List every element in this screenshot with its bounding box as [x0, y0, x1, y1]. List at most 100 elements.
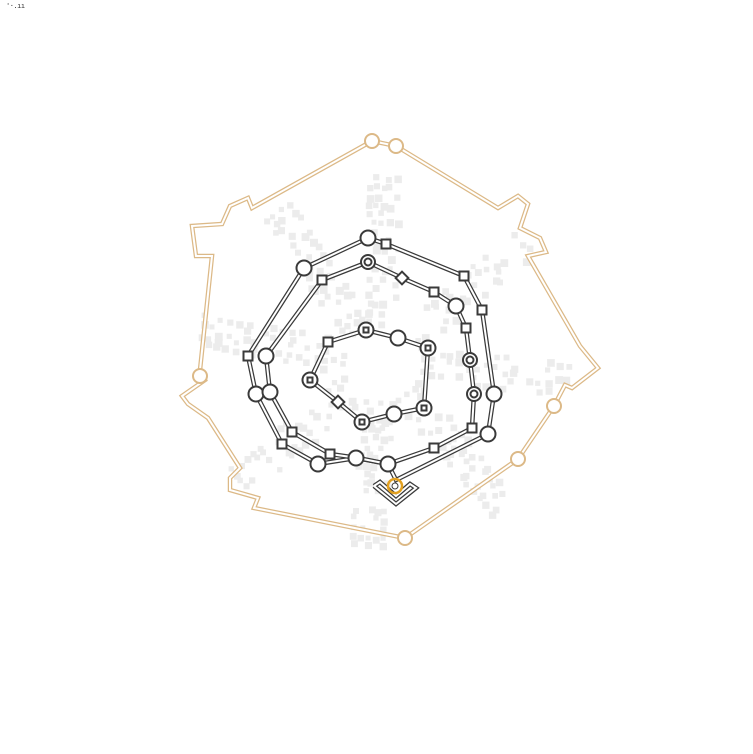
- ground-tile-icon: [292, 209, 300, 218]
- ground-tile-icon: [520, 242, 527, 249]
- outer-round-tower-icon[interactable]: [192, 368, 208, 384]
- ground-tile-icon: [404, 391, 410, 398]
- round-tower-icon[interactable]: [257, 347, 275, 365]
- gate-icon[interactable]: [386, 477, 404, 495]
- square-tower-icon[interactable]: [466, 422, 478, 434]
- ground-tile-icon: [372, 536, 380, 544]
- ground-tile-icon: [295, 422, 303, 431]
- round-tower-icon[interactable]: [309, 455, 327, 473]
- square-tower-icon[interactable]: [286, 426, 298, 438]
- ground-tile-icon: [366, 318, 372, 325]
- ground-tile-icon: [522, 258, 531, 266]
- round-tower-icon[interactable]: [389, 329, 407, 347]
- ground-tile-icon: [343, 291, 352, 300]
- round-tower-icon[interactable]: [261, 383, 279, 401]
- ground-tile-icon: [278, 206, 284, 213]
- round-tower-icon[interactable]: [385, 405, 403, 423]
- ground-tile-icon: [455, 358, 464, 367]
- orange-tower-core-icon[interactable]: [465, 355, 475, 365]
- ground-tile-icon: [324, 426, 330, 432]
- ground-tile-icon: [291, 444, 298, 450]
- ground-tile-icon: [371, 265, 379, 273]
- square-tower-icon[interactable]: [458, 270, 470, 282]
- ground-tile-icon: [380, 518, 388, 526]
- outer-round-tower-icon[interactable]: [510, 451, 526, 467]
- ground-tile-icon: [421, 355, 429, 363]
- square-tower-icon[interactable]: [324, 448, 336, 460]
- ground-tile-icon: [325, 388, 332, 394]
- round-tower-icon[interactable]: [447, 297, 465, 315]
- ground-tile-icon: [545, 387, 553, 395]
- square-tower-icon[interactable]: [476, 304, 488, 316]
- ground-tile-icon: [428, 364, 434, 370]
- ground-tile-icon: [378, 321, 386, 329]
- ground-tile-icon: [330, 356, 337, 363]
- gate-core-icon: [391, 482, 399, 490]
- gate[interactable]: [372, 477, 420, 507]
- round-tower-icon[interactable]: [359, 229, 377, 247]
- red-tower-core-icon[interactable]: [306, 376, 314, 384]
- ground-tile-icon: [270, 214, 276, 220]
- red-tower-core-icon[interactable]: [358, 418, 366, 426]
- ground-tile-icon: [244, 327, 252, 335]
- orange-tower-core-icon[interactable]: [363, 257, 373, 267]
- ground-tile-icon: [295, 354, 303, 361]
- ground-tile-icon: [372, 434, 380, 441]
- square-tower-icon[interactable]: [428, 286, 440, 298]
- square-tower-icon[interactable]: [322, 336, 334, 348]
- ground-tile-icon: [341, 375, 349, 383]
- ground-tile-icon: [389, 401, 398, 410]
- round-tower-icon[interactable]: [379, 455, 397, 473]
- red-tower-core-icon[interactable]: [420, 404, 428, 412]
- citadel-wall-core: [308, 329, 430, 424]
- ground-tile-icon: [316, 343, 323, 349]
- ground-tile-icon: [482, 291, 489, 299]
- ground-tile-icon: [395, 220, 403, 229]
- red-tower-core-icon[interactable]: [424, 344, 432, 352]
- ground-tile-icon: [434, 413, 443, 422]
- ground-tile-icon: [373, 202, 379, 209]
- ground-tile-icon: [286, 352, 293, 358]
- ground-tile-icon: [440, 444, 447, 451]
- outer-round-tower-icon[interactable]: [546, 398, 562, 414]
- square-tower-icon[interactable]: [380, 238, 392, 250]
- round-tower-icon[interactable]: [479, 425, 497, 443]
- diamond-tower-icon[interactable]: [330, 394, 346, 410]
- red-tower-core-icon[interactable]: [362, 326, 370, 334]
- ground-tile-icon: [451, 445, 457, 452]
- ground-tile-icon: [488, 511, 497, 519]
- round-tower-icon[interactable]: [485, 385, 503, 403]
- ground-tile-icon: [459, 295, 467, 302]
- diamond-tower-icon[interactable]: [394, 270, 410, 286]
- ground-tile-icon: [394, 194, 401, 201]
- ground-tile-icon: [217, 317, 223, 323]
- outer-round-tower-icon[interactable]: [364, 133, 380, 149]
- orange-tower-core-icon[interactable]: [469, 389, 479, 399]
- ground-tile-icon: [412, 386, 419, 393]
- ground-tile-icon: [328, 402, 334, 408]
- ground-tile-icon: [331, 380, 338, 386]
- ground-tile-icon: [214, 339, 223, 347]
- ground-tile-icon: [243, 336, 251, 344]
- ground-tile-icon: [269, 334, 276, 341]
- square-tower-icon[interactable]: [428, 442, 440, 454]
- round-tower-icon[interactable]: [295, 259, 313, 277]
- ground-tile-icon: [386, 219, 394, 227]
- ground-tile-icon: [364, 542, 372, 550]
- ground-tile-icon: [385, 177, 392, 183]
- round-tower-icon[interactable]: [247, 385, 265, 403]
- square-tower-icon[interactable]: [460, 322, 472, 334]
- square-tower-icon[interactable]: [242, 350, 254, 362]
- round-tower-icon[interactable]: [347, 449, 365, 467]
- square-tower-icon[interactable]: [276, 438, 288, 450]
- ground-tile-icon: [461, 448, 468, 454]
- ground-tile-icon: [337, 384, 345, 392]
- ground-tile-icon: [249, 477, 256, 484]
- outer-round-tower-icon[interactable]: [388, 138, 404, 154]
- ground-tile-icon: [316, 267, 324, 275]
- ground-tile-icon: [415, 338, 421, 344]
- outer-round-tower-icon[interactable]: [397, 530, 413, 546]
- ground-tile-icon: [289, 329, 296, 336]
- square-tower-icon[interactable]: [316, 274, 328, 286]
